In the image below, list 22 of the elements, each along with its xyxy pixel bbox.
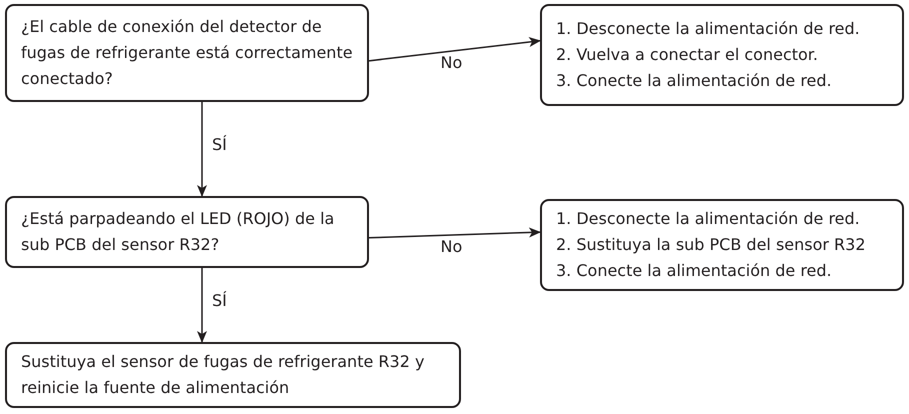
node-text: ¿El cable de conexión del detector de fugas de refrigerante está correctamente conectado? (21, 16, 354, 90)
step-text: 1. Desconecte la alimentación de red. (556, 208, 861, 230)
edge-label: No (440, 52, 462, 73)
question-box (5, 4, 369, 102)
step-text: 3. Conecte la alimentación de red. (556, 260, 833, 282)
action-box (540, 4, 904, 106)
action-box (540, 199, 904, 291)
step-text: 1. Desconecte la alimentación de red. (556, 18, 861, 40)
arrow (197, 102, 207, 197)
arrow (368, 37, 541, 62)
edge-label: SÍ (212, 135, 227, 155)
process-box (5, 342, 461, 408)
edge-label: SÍ (212, 291, 227, 311)
node-text: Sustituya el sensor de fugas de refrigerante R32 y reinicie la fuente de alimentación (21, 351, 426, 399)
step-text: 2. Vuelva a conectar el conector. (556, 44, 819, 66)
question-box (5, 196, 369, 268)
arrow (197, 268, 207, 343)
arrow (368, 227, 541, 238)
step-text: 2. Sustituya la sub PCB del sensor R32 (556, 234, 867, 256)
node-text: ¿Está parpadeando el LED (ROJO) de la sub PCB del sensor R32? (21, 208, 336, 256)
step-text: 3. Conecte la alimentación de red. (556, 70, 833, 92)
edge-label: No (440, 236, 462, 257)
